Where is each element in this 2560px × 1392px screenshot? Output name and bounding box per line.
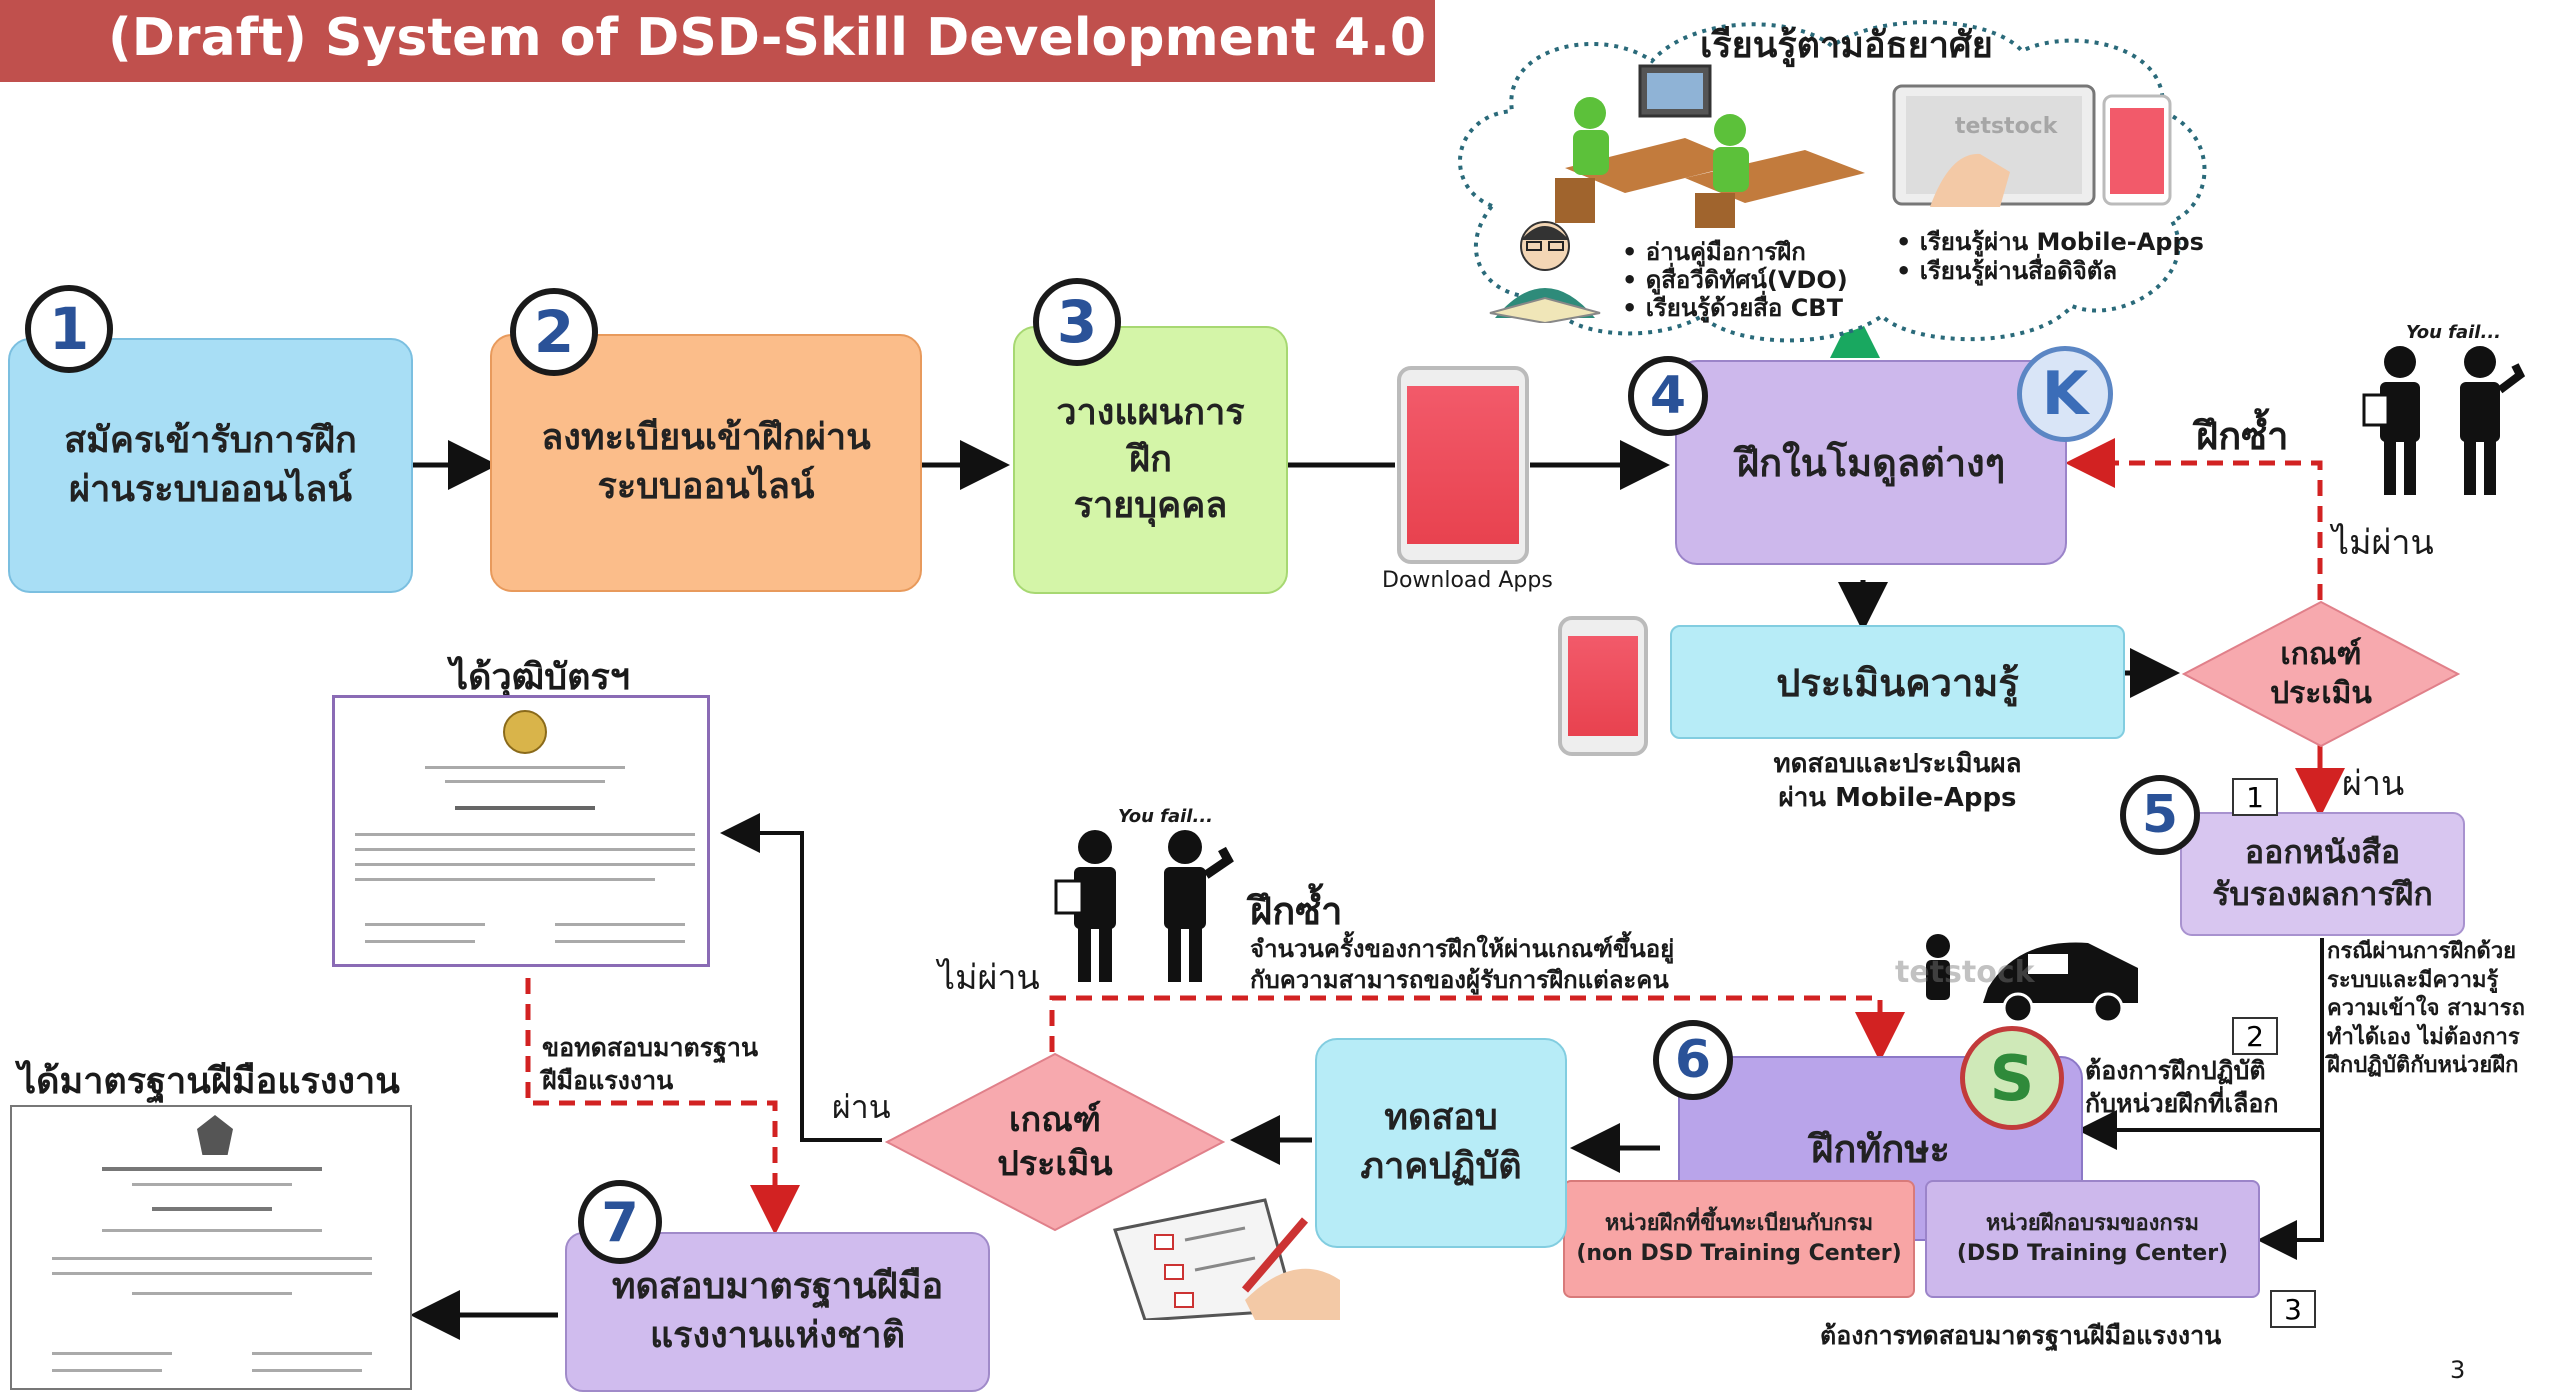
criteria-top-retrain: ฝึกซ้ำ (2196, 414, 2289, 458)
criteria-bottom-label: เกณฑ์ ประเมิน (997, 1099, 1113, 1184)
step-7-label: ทดสอบมาตรฐานฝีมือ แรงงานแห่งชาติ (611, 1266, 944, 1356)
title-bar (0, 0, 1435, 82)
step-2-box[interactable]: ลงทะเบียนเข้าฝึกผ่าน ระบบออนไลน์ (490, 334, 922, 592)
step-2-label: ลงทะเบียนเข้าฝึกผ่าน ระบบออนไลน์ (541, 417, 871, 507)
step-4-number: 4 (1628, 356, 1708, 436)
branch-2-tag: 2 (2232, 1017, 2278, 1055)
criteria-top-diamond[interactable]: เกณฑ์ ประเมิน (2182, 600, 2460, 748)
step-5-label: ออกหนังสือ รับรองผลการฝึก (2212, 833, 2433, 913)
non-dsd-center-box[interactable]: หน่วยฝึกที่ขึ้นทะเบียนกับกรม (non DSD Tr… (1563, 1180, 1915, 1298)
practical-test-label: ทดสอบ ภาคปฏิบัติ (1360, 1097, 1522, 1187)
step-5-number: 5 (2120, 775, 2200, 855)
step-3-label: วางแผนการ ฝึก รายบุคคล (1056, 391, 1245, 527)
knowledge-assessment-box[interactable]: ประเมินความรู้ (1670, 625, 2125, 739)
page-number: 3 (2450, 1356, 2466, 1384)
step-3-box[interactable]: วางแผนการ ฝึก รายบุคคล (1013, 326, 1288, 594)
skill-badge-icon: S (1960, 1026, 2064, 1130)
criteria-bottom-retrain: ฝึกซ้ำ (1250, 889, 1343, 933)
step-6-label: ฝึกทักษะ (1811, 1127, 1950, 1171)
branch-1-text: กรณีผ่านการฝึกด้วย ระบบและมีความรู้ ความ… (2327, 939, 2525, 1079)
criteria-top-fail: ไม่ผ่าน (2332, 523, 2434, 563)
criteria-bottom-pass: ผ่าน (832, 1088, 891, 1126)
self-learning-left-item-1: • อ่านคู่มือการฝึก (1622, 238, 1806, 266)
knowledge-assessment-label: ประเมินความรู้ (1776, 660, 2019, 705)
self-learning-title: เรียนรู้ตามอัธยาศัย (1700, 25, 1993, 66)
you-fail-bottom: You fail... (1118, 806, 1213, 827)
criteria-top-label: เกณฑ์ ประเมิน (2270, 637, 2372, 711)
car-repair-icon (1926, 934, 2138, 1024)
self-learning-left-item-2: • ดูสื่อวีดิทัศน์(VDO) (1622, 266, 1848, 294)
certificate-title: ได้วุฒิบัตรฯ (450, 657, 630, 698)
classroom-icon (1555, 64, 1865, 228)
certificate-seal-icon (503, 710, 547, 754)
step-3-number: 3 (1033, 278, 1121, 366)
criteria-bottom-diamond[interactable]: เกณฑ์ ประเมิน (885, 1052, 1225, 1232)
failing-people-icon-bottom (1054, 830, 1234, 982)
non-dsd-center-label: หน่วยฝึกที่ขึ้นทะเบียนกับกรม (non DSD Tr… (1576, 1211, 1902, 1266)
knowledge-assessment-caption: ทดสอบและประเมินผล ผ่าน Mobile-Apps (1773, 749, 2022, 813)
step-5-box[interactable]: ออกหนังสือ รับรองผลการฝึก (2180, 812, 2465, 936)
tablet-app-icon (1892, 84, 2172, 207)
self-learning-left-item-3: • เรียนรู้ด้วยสื่อ CBT (1622, 294, 1843, 322)
step-2-number: 2 (510, 288, 598, 376)
standard-certificate-image (10, 1105, 412, 1390)
standard-seal-icon (197, 1115, 233, 1155)
self-learning-right-item-2: • เรียนรู้ผ่านสื่อดิจิตัล (1896, 257, 2118, 285)
request-test-label: ขอทดสอบมาตรฐาน ฝีมือแรงงาน (542, 1033, 759, 1095)
step-7-number: 7 (578, 1180, 662, 1264)
watermark-top: tetstock (1955, 114, 2058, 139)
step-1-number: 1 (25, 285, 113, 373)
dsd-center-box[interactable]: หน่วยฝึกอบรมของกรม (DSD Training Center) (1925, 1180, 2260, 1298)
page-title: (Draft) System of DSD-Skill Development … (108, 8, 1427, 68)
branch-2-text: ต้องการฝึกปฏิบัติ กับหน่วยฝึกที่เลือก (2085, 1056, 2279, 1118)
step-4-box[interactable]: ฝึกในโมดูลต่างๆ (1675, 360, 2067, 565)
watermark-bottom: tetstock (1895, 955, 2035, 990)
branch-3-text: ต้องการทดสอบมาตรฐานฝีมือแรงงาน (1820, 1321, 2222, 1350)
checklist-clipboard-icon (1113, 1198, 1340, 1320)
standard-title: ได้มาตรฐานฝีมือแรงงาน (18, 1061, 400, 1102)
criteria-bottom-retrain-note: จำนวนครั้งของการฝึกให้ผ่านเกณฑ์ขึ้นอยู่ … (1250, 935, 1675, 995)
self-learning-right-item-1: • เรียนรู้ผ่าน Mobile-Apps (1896, 228, 2204, 256)
reading-man-icon (1489, 221, 1601, 323)
step-1-box[interactable]: สมัครเข้ารับการฝึก ผ่านระบบออนไลน์ (8, 338, 413, 593)
certificate-image (332, 695, 710, 967)
criteria-bottom-fail: ไม่ผ่าน (938, 958, 1040, 998)
knowledge-badge-icon: K (2017, 346, 2113, 442)
criteria-top-pass: ผ่าน (2342, 764, 2405, 804)
step-1-label: สมัครเข้ารับการฝึก ผ่านระบบออนไลน์ (64, 419, 357, 510)
you-fail-top: You fail... (2406, 322, 2501, 343)
dsd-center-label: หน่วยฝึกอบรมของกรม (DSD Training Center) (1956, 1211, 2229, 1266)
branch-3-tag: 3 (2270, 1290, 2316, 1328)
assessment-phone-icon (1558, 616, 1648, 756)
step-4-label: ฝึกในโมดูลต่างๆ (1736, 441, 2006, 485)
failing-people-icon-top (2362, 346, 2526, 495)
practical-test-box[interactable]: ทดสอบ ภาคปฏิบัติ (1315, 1038, 1567, 1248)
download-app-phone-icon[interactable] (1397, 366, 1529, 564)
download-apps-label: Download Apps (1382, 568, 1553, 593)
branch-1-tag: 1 (2232, 778, 2278, 816)
step-6-number: 6 (1653, 1020, 1733, 1100)
